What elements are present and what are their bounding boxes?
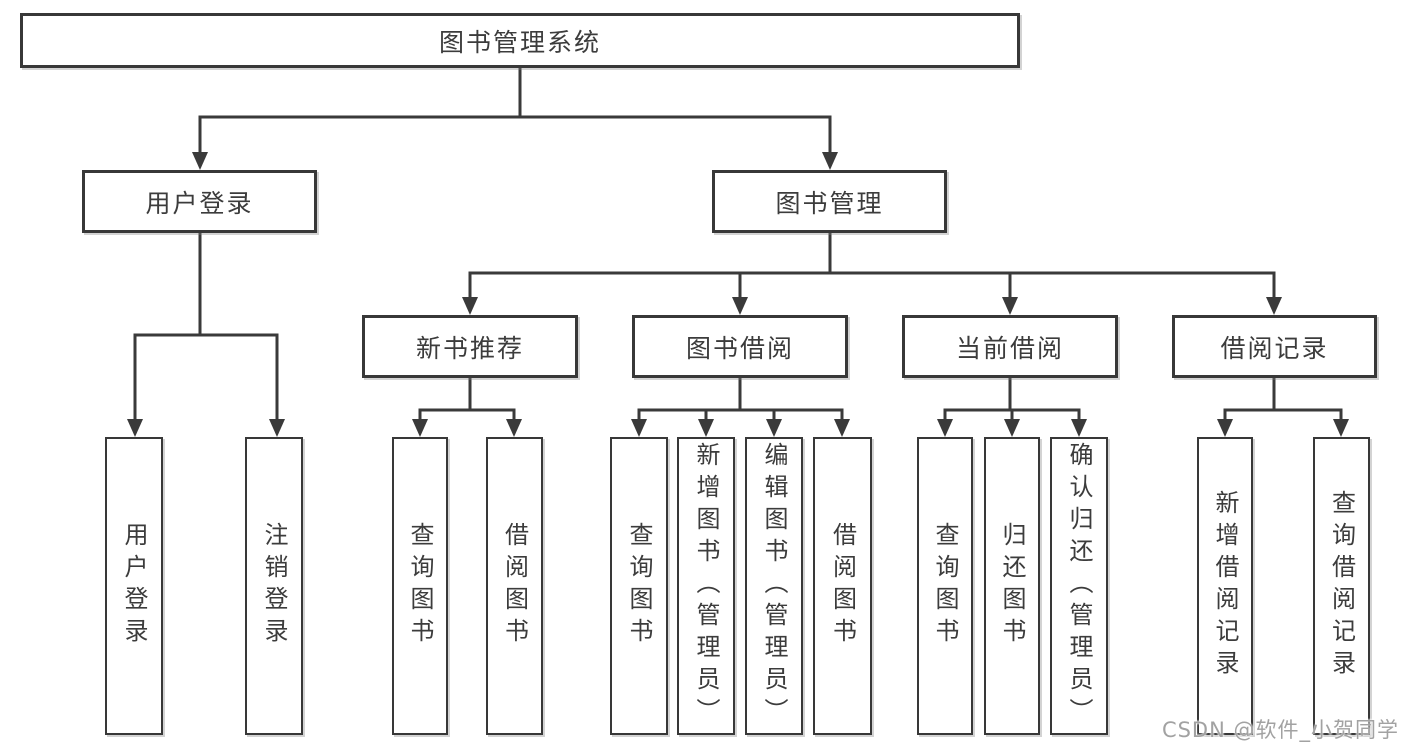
leaf-query-books-1-label: 查询图书: [406, 522, 434, 650]
leaf-confirm-return-admin-label: 确认归还（管理员）: [1065, 442, 1093, 730]
leaf-confirm-return-admin: 确认归还（管理员）: [1050, 437, 1108, 735]
leaf-query-books-3-label: 查询图书: [931, 522, 959, 650]
leaf-query-borrow-record: 查询借阅记录: [1313, 437, 1370, 735]
node-root-label: 图书管理系统: [438, 27, 601, 57]
leaf-borrow-books-1: 借阅图书: [486, 437, 543, 735]
leaf-add-borrow-record: 新增借阅记录: [1197, 437, 1253, 735]
leaf-user-login-label: 用户登录: [120, 522, 148, 650]
node-book-borrow: 图书借阅: [632, 315, 848, 378]
node-root: 图书管理系统: [20, 13, 1020, 68]
node-new-book-recommend-label: 新书推荐: [415, 333, 524, 363]
leaf-query-books-1: 查询图书: [392, 437, 448, 735]
leaf-borrow-books-2: 借阅图书: [813, 437, 872, 735]
leaf-borrow-books-1-label: 借阅图书: [500, 522, 529, 650]
leaf-add-book-admin: 新增图书（管理员）: [677, 437, 735, 735]
leaf-add-borrow-record-label: 新增借阅记录: [1211, 490, 1239, 682]
leaf-edit-book-admin: 编辑图书（管理员）: [745, 437, 803, 735]
node-book-management-label: 图书管理: [775, 188, 884, 218]
node-user-login-label: 用户登录: [145, 188, 254, 218]
leaf-return-book: 归还图书: [984, 437, 1040, 735]
node-book-borrow-label: 图书借阅: [685, 333, 794, 363]
leaf-user-login: 用户登录: [105, 437, 163, 735]
node-new-book-recommend: 新书推荐: [362, 315, 578, 378]
node-book-management: 图书管理: [712, 170, 947, 233]
node-user-login: 用户登录: [82, 170, 317, 233]
node-current-borrow-label: 当前借阅: [955, 333, 1064, 363]
leaf-query-books-2-label: 查询图书: [625, 522, 653, 650]
node-borrow-records-label: 借阅记录: [1220, 333, 1329, 363]
leaf-borrow-books-2-label: 借阅图书: [828, 522, 857, 650]
leaf-query-borrow-record-label: 查询借阅记录: [1327, 490, 1356, 682]
leaf-logout-label: 注销登录: [260, 522, 288, 650]
node-current-borrow: 当前借阅: [902, 315, 1118, 378]
leaf-query-books-2: 查询图书: [610, 437, 668, 735]
watermark: CSDN @软件_小贺同学: [1161, 718, 1399, 742]
leaf-edit-book-admin-label: 编辑图书（管理员）: [760, 442, 788, 730]
arrowheads: [127, 152, 1349, 437]
leaf-logout: 注销登录: [245, 437, 303, 735]
leaf-query-books-3: 查询图书: [917, 437, 973, 735]
leaf-add-book-admin-label: 新增图书（管理员）: [692, 442, 720, 730]
node-borrow-records: 借阅记录: [1172, 315, 1377, 378]
leaf-return-book-label: 归还图书: [998, 522, 1026, 650]
